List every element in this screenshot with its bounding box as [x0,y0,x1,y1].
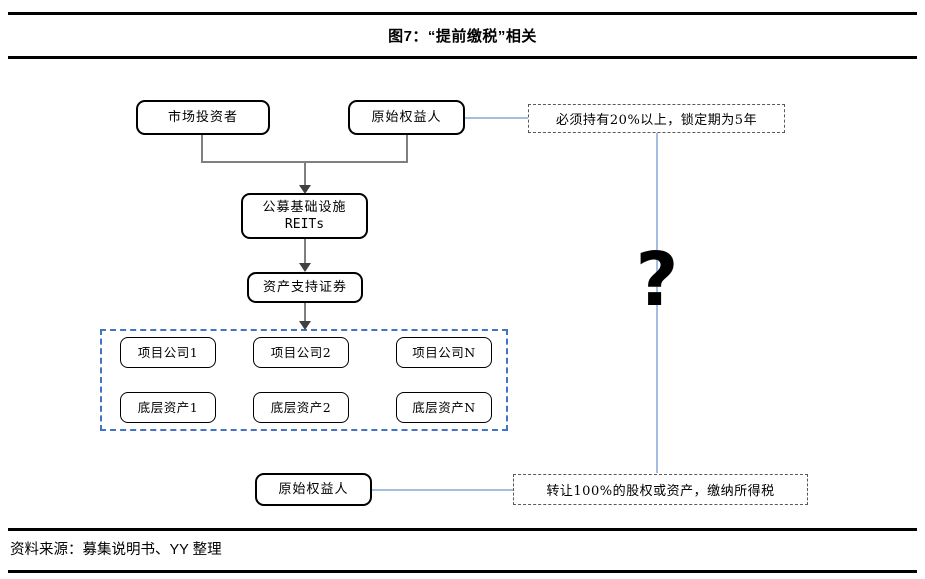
link-vertical-question [656,133,658,473]
callout-holding-requirement-label: 必须持有20%以上，锁定期为5年 [555,113,758,128]
node-public-reits-label-line1: 公募基础设施 [262,200,347,215]
node-original-equity-holder-top[interactable]: 原始权益人 [348,100,465,135]
node-public-reits[interactable]: 公募基础设施 REITs [241,193,368,239]
node-abs[interactable]: 资产支持证券 [247,272,363,303]
node-original-equity-holder-bottom[interactable]: 原始权益人 [255,473,372,506]
node-underlying-asset-1-label: 底层资产1 [137,400,199,415]
node-original-equity-holder-bottom-label: 原始权益人 [278,482,349,497]
node-underlying-asset-n-label: 底层资产N [412,400,476,415]
callout-transfer-tax-label: 转让100%的股权或资产，缴纳所得税 [546,484,775,499]
figure-source: 资料来源：募集说明书、YY 整理 [10,542,222,558]
figure-title: 图7：“提前缴税”相关 [388,28,537,45]
connector-holder-down [406,135,408,163]
connector-reits-to-abs [304,239,306,267]
node-project-company-2[interactable]: 项目公司2 [253,337,349,368]
footer-bottom-rule [8,570,917,573]
node-public-reits-label-line2: REITs [284,217,325,232]
question-mark-icon: ? [635,237,679,323]
node-underlying-asset-n[interactable]: 底层资产N [396,392,492,423]
link-holder-bottom-to-transfer-callout [372,489,513,491]
connector-abs-to-group [304,303,306,325]
callout-holding-requirement[interactable]: 必须持有20%以上，锁定期为5年 [528,104,785,133]
node-underlying-asset-1[interactable]: 底层资产1 [120,392,216,423]
node-abs-label: 资产支持证券 [262,280,347,295]
node-project-company-1[interactable]: 项目公司1 [120,337,216,368]
arrow-into-abs [299,263,311,272]
node-underlying-asset-2[interactable]: 底层资产2 [253,392,349,423]
node-underlying-asset-2-label: 底层资产2 [270,400,332,415]
callout-transfer-tax[interactable]: 转让100%的股权或资产，缴纳所得税 [513,474,808,505]
node-project-company-n[interactable]: 项目公司N [396,337,492,368]
connector-investor-down [201,135,203,163]
footer-top-rule [8,528,917,531]
arrow-into-group [299,321,311,330]
title-top-rule [8,12,917,15]
node-project-company-n-label: 项目公司N [412,345,476,360]
arrow-into-reits [299,185,311,194]
node-market-investor-label: 市场投资者 [167,110,238,125]
connector-bracket-center-down [304,161,306,189]
node-market-investor[interactable]: 市场投资者 [136,100,270,135]
node-project-company-1-label: 项目公司1 [137,345,199,360]
link-holder-to-holding-callout [465,117,528,119]
node-original-equity-holder-top-label: 原始权益人 [371,110,442,125]
project-group-container [100,329,508,431]
title-bottom-rule [8,56,917,59]
node-project-company-2-label: 项目公司2 [270,345,332,360]
